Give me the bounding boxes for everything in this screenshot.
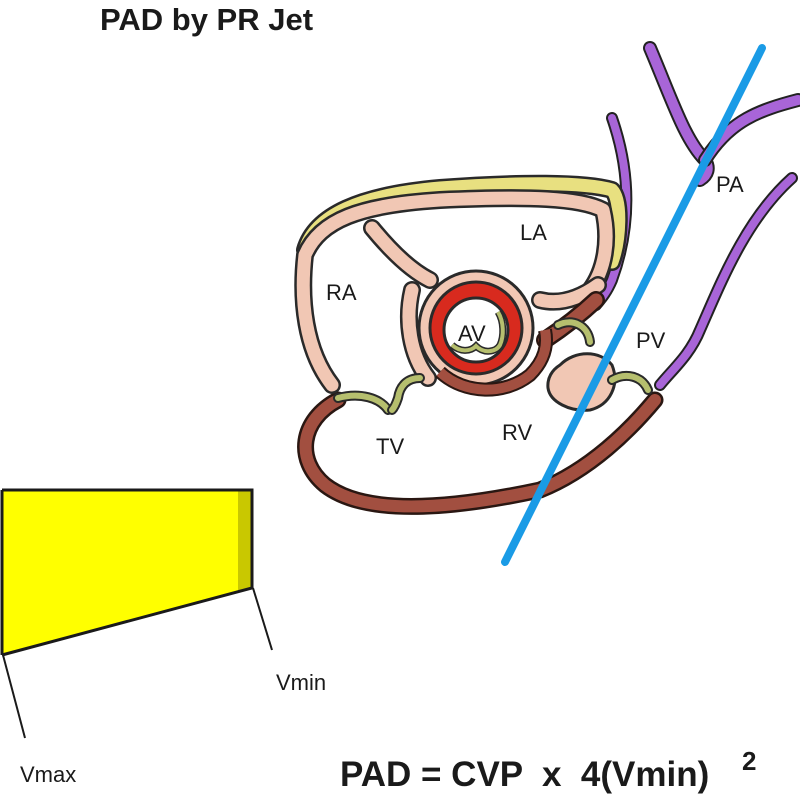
label-la: LA: [520, 220, 547, 245]
pulmonary-valve: [553, 317, 653, 395]
pad-formula: PAD = CVP x 4(Vmin): [340, 755, 709, 794]
label-tv: TV: [376, 434, 404, 459]
label-av: AV: [458, 321, 486, 346]
label-pa: PA: [716, 172, 744, 197]
label-rv: RV: [502, 420, 532, 445]
label-ra: RA: [326, 280, 357, 305]
vmin-leader: [252, 587, 273, 651]
aortic-valve: [417, 269, 554, 397]
label-pv: PV: [636, 328, 666, 353]
vmax-leader: [2, 654, 26, 739]
label-vmin: Vmin: [276, 670, 326, 695]
pr-jet-envelope: [0, 488, 254, 657]
pad-formula-exponent: 2: [742, 746, 756, 776]
tricuspid-valve: [333, 373, 425, 415]
diagram-title: PAD by PR Jet: [100, 2, 313, 37]
atrial-walls: [294, 189, 616, 394]
rv-myocardium: [297, 391, 664, 515]
label-vmax: Vmax: [20, 762, 76, 787]
doppler-cursor-line: [501, 44, 766, 566]
